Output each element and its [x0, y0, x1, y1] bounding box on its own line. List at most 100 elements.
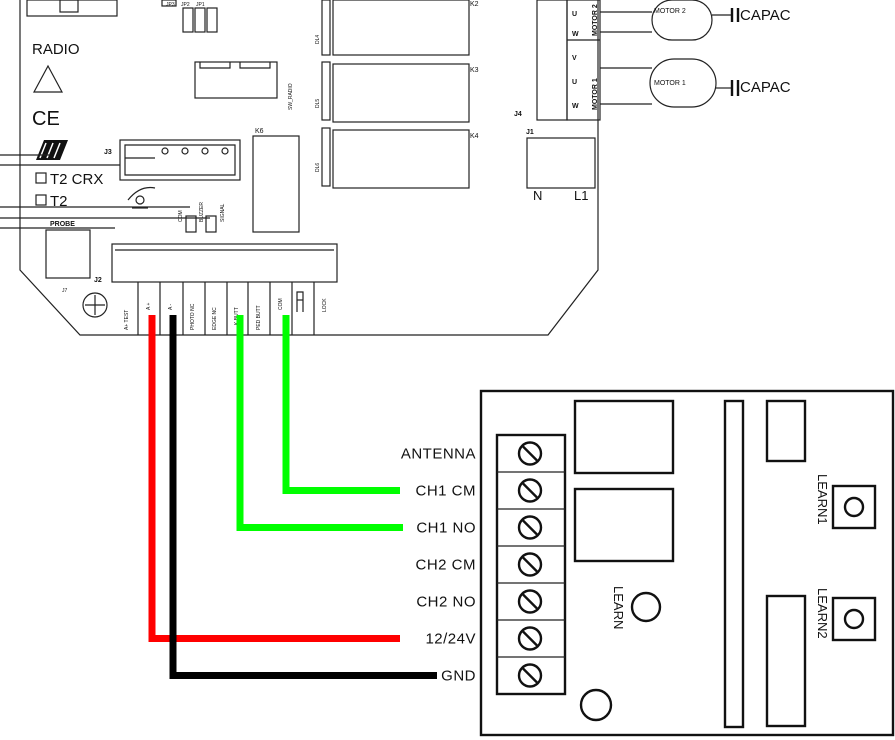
j3-pin-buzzer: BUZZER [199, 202, 205, 222]
terminal-label: CH1 NO [416, 520, 476, 537]
jumper-label-jp2: JP2 [181, 2, 190, 8]
j3-label: J3 [104, 149, 112, 156]
terminal-screw-icon [517, 626, 543, 651]
phase-bottom-u: U [572, 79, 577, 86]
wire-green-1 [282, 315, 400, 494]
learn1-label: LEARN1 [815, 474, 830, 525]
terminal-label: CH2 CM [415, 557, 476, 574]
receiver-battery-holder [765, 594, 807, 728]
probe-label: PROBE [50, 221, 75, 228]
terminal-screw-icon [517, 552, 543, 577]
learn-label: LEARN [611, 586, 626, 629]
jumper-group: JP3 JP2 JP1 [161, 0, 218, 33]
terminal-label: 12/24V [425, 631, 476, 648]
k6-label: K6 [255, 128, 264, 135]
phase-bottom-v: V [572, 55, 577, 62]
j3-pin-signal: SIGNAL [220, 203, 226, 222]
receiver-relay-2 [573, 487, 675, 563]
receiver-terminal-block [495, 433, 567, 696]
j4-label: J4 [514, 111, 522, 118]
led-label-dl6: DL6 [315, 163, 321, 172]
k2-relay [332, 0, 470, 56]
sw-radio-label: SW_RADIO [288, 83, 294, 110]
receiver-antenna-strip [723, 399, 745, 729]
j2-pin-dividers [137, 282, 315, 335]
jumper-label-jp1: JP1 [196, 2, 205, 8]
k6-relay [252, 135, 300, 233]
j3-connector [119, 139, 241, 181]
receiver-relay-1 [573, 399, 675, 475]
k4-relay [332, 129, 470, 189]
motor-2-side-label: MOTOR 2 [592, 4, 599, 36]
jumper-label-jp3: JP3 [166, 2, 175, 8]
terminal-screw-icon [517, 589, 543, 614]
learn-button-icon[interactable] [630, 591, 662, 623]
j2-pin-a-plus: A + [146, 303, 152, 310]
wire-green-2 [236, 315, 403, 531]
j3-pin-com: COM [178, 210, 184, 222]
k2-label: K2 [470, 1, 479, 8]
terminal-label: CH1 CM [415, 483, 476, 500]
mounting-screw-icon [82, 292, 108, 318]
j7-label: J7 [62, 288, 68, 294]
terminal-label: CH2 NO [416, 594, 476, 611]
left-leads [0, 154, 210, 229]
j1-label: J1 [526, 129, 534, 136]
phase-bottom-w: W [572, 103, 579, 110]
learn2-button-icon [843, 608, 865, 630]
terminal-screw-icon [517, 441, 543, 466]
t2crx-label: T2 CRX [50, 171, 103, 188]
ce-mark: CE [32, 108, 60, 130]
capacitor-1-label: CAPAC [740, 79, 791, 96]
phase-top-w: W [572, 31, 579, 38]
t2-label: T2 [50, 193, 68, 210]
motor-2-label: MOTOR 2 [654, 8, 686, 15]
motors: MOTOR 2 CAPAC MOTOR 1 CAPAC [600, 0, 791, 108]
k4-label: K4 [470, 133, 479, 140]
learn2-label: LEARN2 [815, 588, 830, 639]
terminal-screw-icon [517, 663, 543, 688]
learn1-button-icon [843, 496, 865, 518]
motor-2-icon [651, 0, 713, 41]
led-label-dl5: DL5 [315, 99, 321, 108]
control-board: RADIO CE T2 CRX T2 PROBE J3 [0, 0, 601, 336]
terminal-label: GND [441, 668, 476, 685]
terminal-screws [497, 441, 565, 688]
learn1-button[interactable] [831, 484, 877, 530]
esd-warning-icon [32, 64, 64, 93]
j2-pin-lock: LOCK [322, 298, 328, 312]
j2-pin-a-minus: A - [168, 304, 174, 310]
wire-red [148, 315, 400, 642]
j2-pin-com: COM [278, 298, 284, 310]
probe-connector [45, 229, 91, 279]
k3-label: K3 [470, 67, 479, 74]
receiver-chip [765, 399, 807, 463]
j2-connector [111, 243, 338, 283]
capacitor-2-label: CAPAC [740, 7, 791, 24]
approval-logo-icon [36, 140, 68, 160]
motor-1-icon [649, 58, 717, 108]
neutral-label: N [533, 188, 542, 203]
wires [148, 315, 437, 679]
radio-module [26, 0, 118, 17]
j4-connector [536, 0, 568, 121]
j2-pin-edge-nc: EDGE NC [212, 307, 218, 330]
motor-1-side-label: MOTOR 1 [592, 78, 599, 110]
j2-pin-ped-butt: PED BUTT [256, 305, 262, 330]
j2-pin-photo-nc: PHOTO NC [190, 303, 196, 330]
j1-connector [526, 137, 596, 189]
terminal-screw-icon [517, 515, 543, 540]
buzzer-icon [127, 186, 156, 209]
led-label-dl4: DL4 [315, 35, 321, 44]
phase-top-u: U [572, 11, 577, 18]
t2crx-checkbox [35, 172, 47, 184]
j2-pin-jumper-icon [296, 291, 304, 312]
receiver-housing [479, 389, 895, 737]
j2-label: J2 [94, 277, 102, 284]
learn2-button[interactable] [831, 596, 877, 642]
line1-label: L1 [574, 188, 588, 203]
radio-label: RADIO [32, 41, 80, 58]
status-led-icon [579, 688, 613, 722]
